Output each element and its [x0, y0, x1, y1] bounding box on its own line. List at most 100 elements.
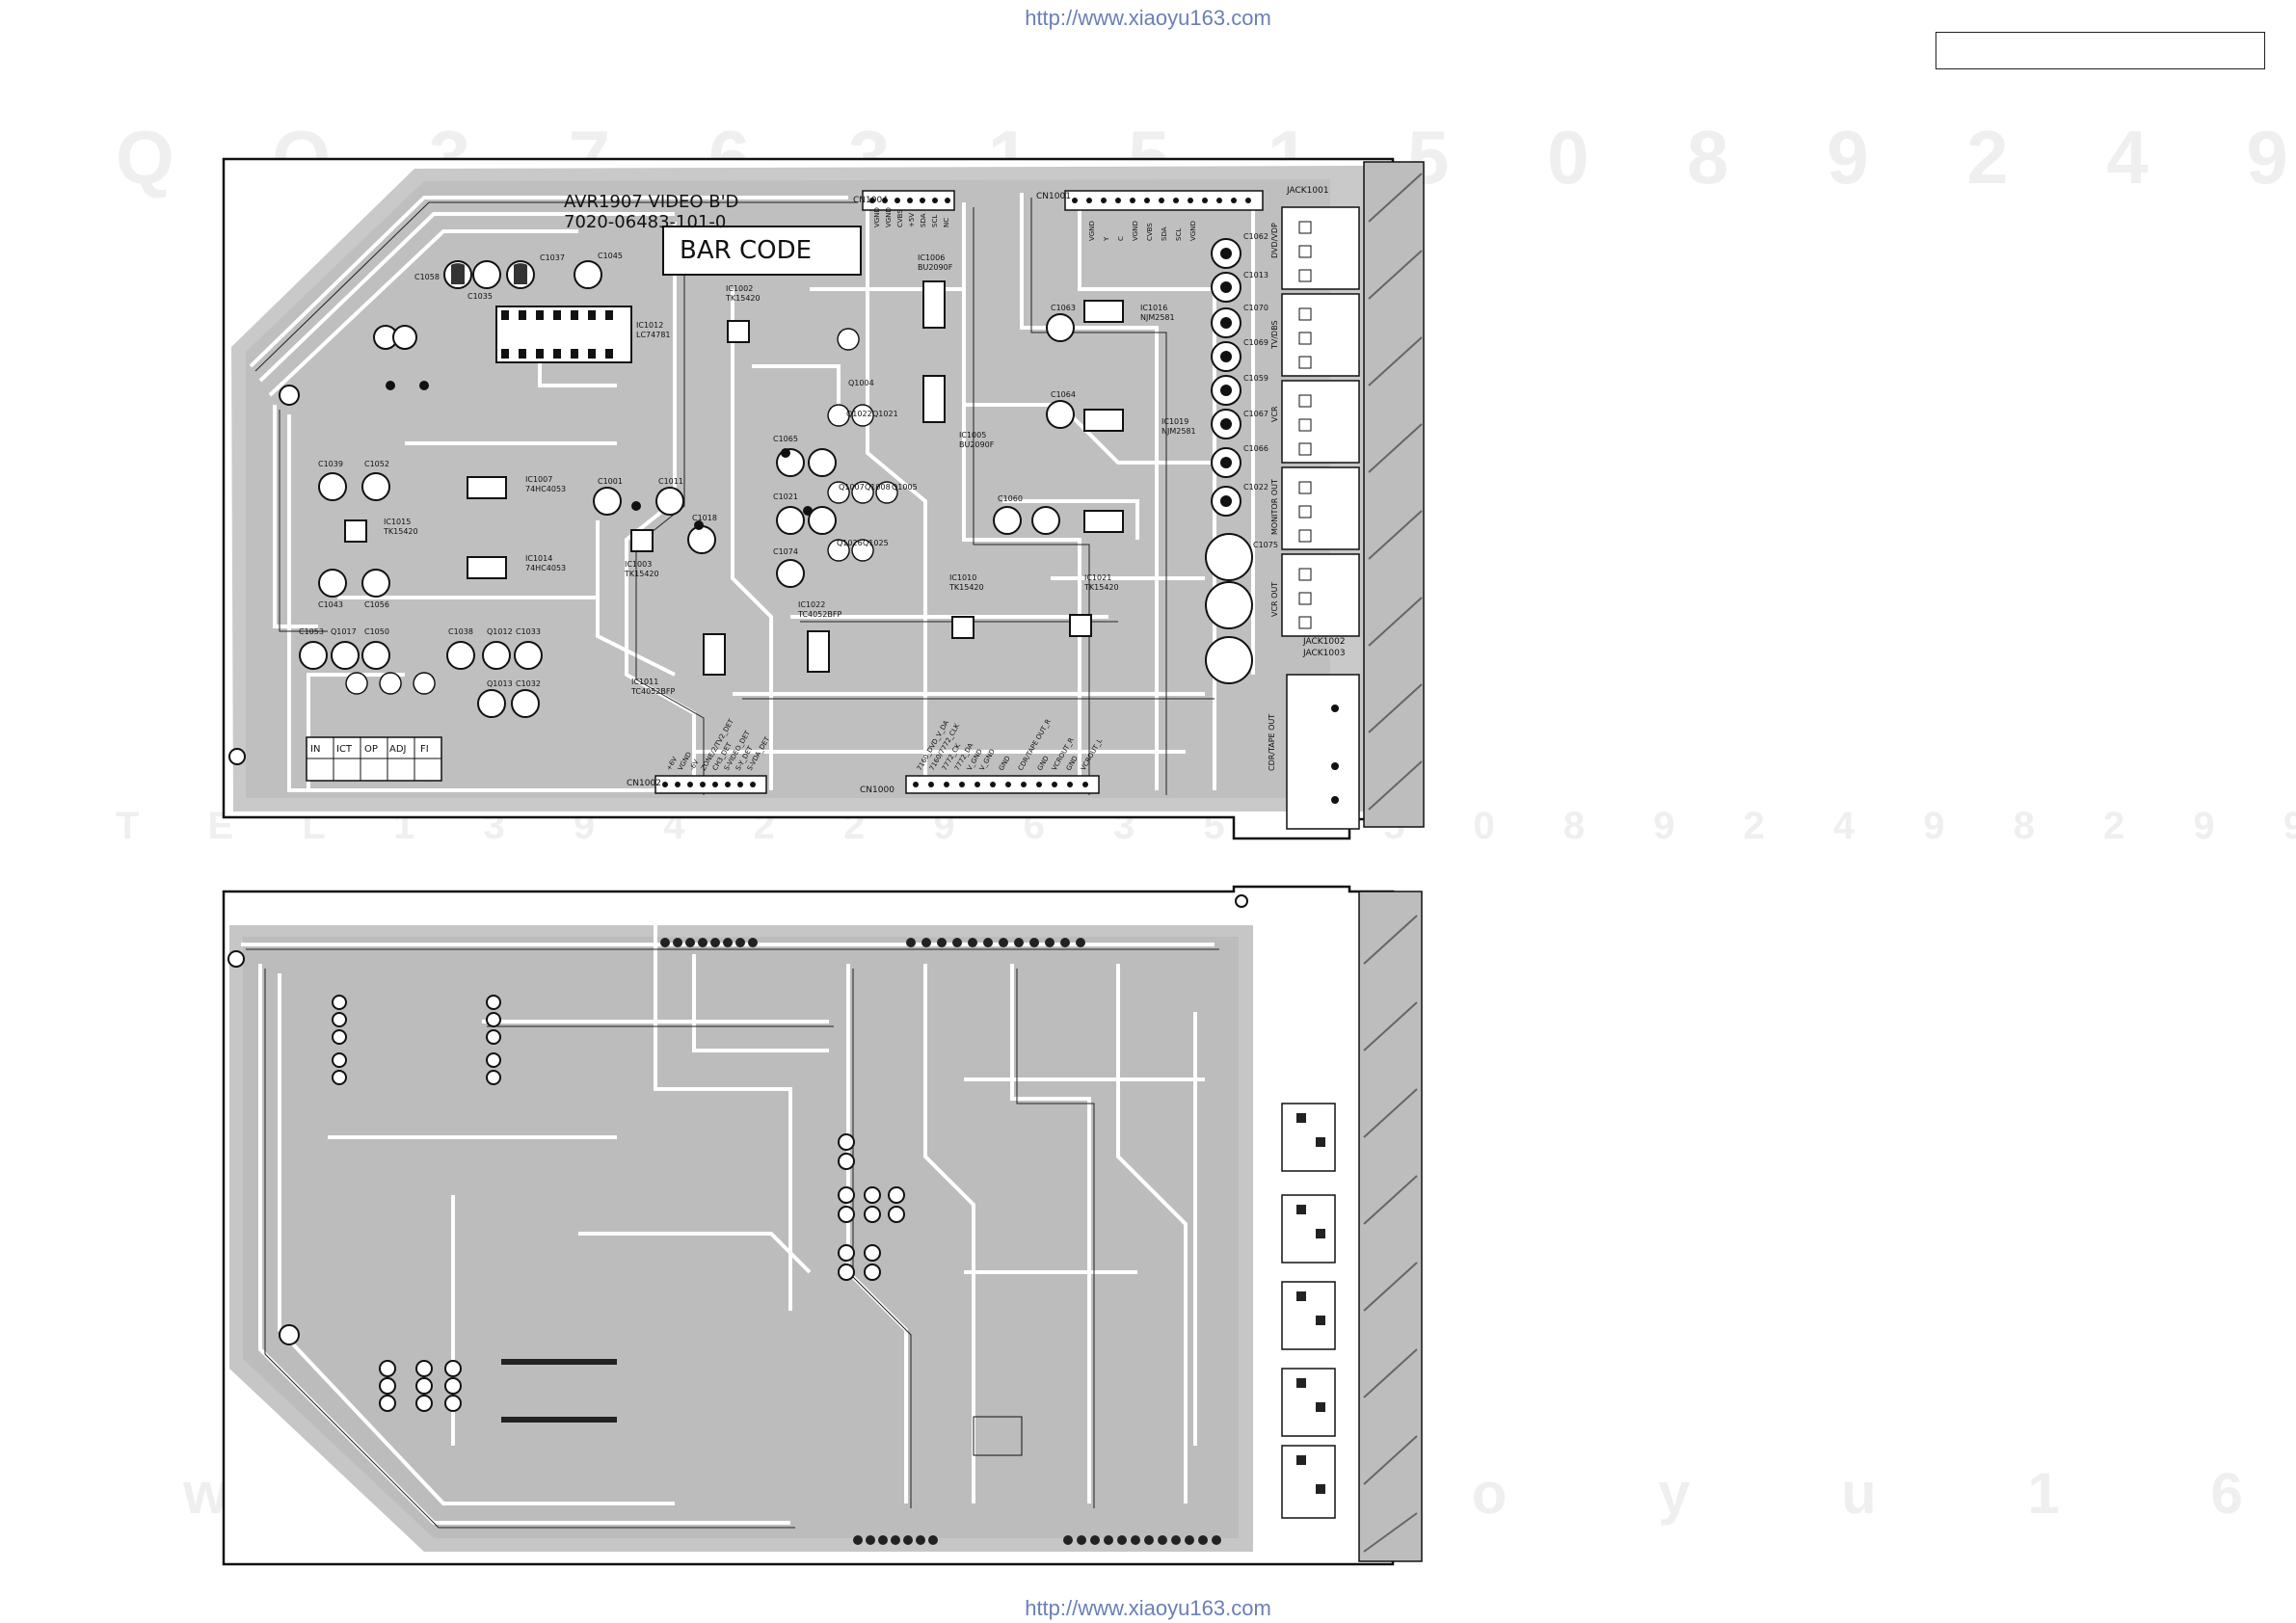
svg-text:C1059: C1059 — [1243, 374, 1268, 383]
svg-text:Q1026: Q1026 — [837, 539, 863, 547]
svg-text:C1033: C1033 — [516, 627, 541, 636]
svg-text:TK15420: TK15420 — [1083, 583, 1119, 592]
svg-text:FI: FI — [420, 744, 429, 755]
svg-text:C1038: C1038 — [448, 627, 473, 636]
svg-text:VGND: VGND — [885, 207, 893, 227]
svg-text:TK15420: TK15420 — [725, 294, 761, 303]
svg-text:MONITOR OUT: MONITOR OUT — [1270, 479, 1279, 535]
svg-text:C1063: C1063 — [1051, 304, 1076, 312]
svg-text:IC1007: IC1007 — [525, 475, 552, 484]
svg-text:Q1008: Q1008 — [865, 483, 891, 492]
svg-text:C1037: C1037 — [540, 253, 565, 262]
svg-text:IN: IN — [310, 744, 320, 755]
jack1001-label: JACK1001 — [1286, 186, 1329, 196]
svg-text:+5V: +5V — [908, 213, 916, 227]
svg-text:C1074: C1074 — [773, 547, 798, 556]
jack1003-label: JACK1003 — [1302, 649, 1346, 658]
board-part-number: 7020-06483-101-0 — [564, 212, 726, 232]
cn1002-label: CN1002 — [627, 779, 661, 788]
svg-text:TK15420: TK15420 — [948, 583, 984, 592]
svg-text:Q1025: Q1025 — [863, 539, 889, 547]
svg-text:C1035: C1035 — [467, 292, 493, 301]
svg-text:C1053: C1053 — [299, 627, 324, 636]
board-model: AVR1907 VIDEO B'D — [564, 192, 738, 212]
svg-text:IC1022: IC1022 — [798, 600, 825, 609]
svg-text:TK15420: TK15420 — [383, 527, 418, 536]
svg-text:IC1012: IC1012 — [636, 321, 663, 330]
svg-text:IC1011: IC1011 — [631, 678, 658, 686]
svg-text:IC1003: IC1003 — [625, 560, 652, 569]
svg-text:CVBS: CVBS — [1146, 223, 1154, 241]
svg-text:C1067: C1067 — [1243, 410, 1268, 418]
svg-text:IC1016: IC1016 — [1140, 304, 1167, 312]
svg-text:NJM2581: NJM2581 — [1140, 313, 1175, 322]
pcb-bottom-layout-icon — [222, 885, 1423, 1566]
svg-text:C1021: C1021 — [773, 492, 798, 501]
svg-text:C1018: C1018 — [692, 514, 717, 522]
barcode-label: BAR CODE — [680, 236, 812, 265]
svg-text:C1070: C1070 — [1243, 304, 1268, 312]
svg-text:C1062: C1062 — [1243, 232, 1268, 241]
svg-text:TC4052BFP: TC4052BFP — [630, 687, 675, 696]
svg-text:IC1002: IC1002 — [726, 284, 753, 293]
svg-text:C1056: C1056 — [364, 600, 389, 609]
svg-text:CVBS: CVBS — [896, 209, 904, 227]
svg-text:Y: Y — [1103, 236, 1110, 242]
svg-text:C1045: C1045 — [598, 252, 623, 260]
svg-text:Q1007: Q1007 — [839, 483, 865, 492]
svg-text:C1013: C1013 — [1243, 271, 1268, 279]
svg-text:Q1012: Q1012 — [487, 627, 513, 636]
svg-text:SDA: SDA — [920, 213, 927, 227]
svg-text:Q1005: Q1005 — [892, 483, 918, 492]
svg-text:LC74781: LC74781 — [636, 331, 671, 339]
svg-text:C1022: C1022 — [1243, 483, 1268, 492]
svg-text:SCL: SCL — [931, 215, 939, 227]
svg-text:C1075: C1075 — [1253, 541, 1278, 549]
cn1000-label: CN1000 — [860, 785, 894, 795]
svg-text:C1043: C1043 — [318, 600, 343, 609]
svg-text:Q1004: Q1004 — [848, 379, 874, 387]
svg-text:SCL: SCL — [1175, 228, 1183, 241]
svg-text:C1064: C1064 — [1051, 390, 1076, 399]
svg-text:TC4052BFP: TC4052BFP — [797, 610, 841, 619]
svg-text:VGND: VGND — [873, 207, 881, 227]
svg-text:C1001: C1001 — [598, 477, 623, 486]
jack1002-label: JACK1002 — [1302, 637, 1346, 647]
svg-text:ICT: ICT — [336, 744, 353, 755]
svg-text:C1060: C1060 — [998, 494, 1023, 503]
svg-text:C1065: C1065 — [773, 435, 798, 443]
svg-text:C1052: C1052 — [364, 460, 389, 468]
svg-text:Q1021: Q1021 — [872, 410, 898, 418]
svg-text:74HC4053: 74HC4053 — [525, 564, 566, 572]
svg-text:VCR OUT: VCR OUT — [1270, 582, 1279, 617]
svg-text:TK15420: TK15420 — [624, 570, 659, 578]
svg-text:IC1010: IC1010 — [949, 573, 976, 582]
svg-text:VGND: VGND — [1132, 221, 1139, 241]
svg-text:VGND: VGND — [1088, 221, 1096, 241]
svg-text:DVD/VDP: DVD/VDP — [1270, 223, 1279, 258]
svg-text:CDR/TAPE OUT: CDR/TAPE OUT — [1268, 714, 1276, 771]
svg-text:SDA: SDA — [1161, 226, 1168, 241]
title-box — [1936, 32, 2265, 69]
process-table: IN ICT OP ADJ FI — [306, 736, 442, 782]
svg-text:IC1019: IC1019 — [1161, 417, 1188, 426]
header-url[interactable]: http://www.xiaoyu163.com — [1025, 6, 1271, 30]
svg-text:VCR: VCR — [1270, 406, 1279, 422]
svg-text:IC1014: IC1014 — [525, 554, 552, 563]
mounting-hole-icon — [228, 385, 300, 765]
footer-url[interactable]: http://www.xiaoyu163.com — [1025, 1596, 1271, 1620]
svg-text:ADJ: ADJ — [389, 744, 407, 755]
svg-text:Q1013: Q1013 — [487, 679, 513, 688]
svg-text:NJM2581: NJM2581 — [1161, 427, 1196, 436]
cn1004-label: CN1004 — [853, 196, 888, 205]
svg-text:C1050: C1050 — [364, 627, 389, 636]
svg-text:BU2090F: BU2090F — [918, 263, 953, 272]
cn1001-label: CN1001 — [1036, 192, 1071, 201]
svg-text:C1058: C1058 — [414, 273, 440, 281]
svg-text:C1011: C1011 — [658, 477, 683, 486]
svg-text:C1066: C1066 — [1243, 444, 1268, 453]
pcb-top-layout-icon: BAR CODE AVR1907 VIDEO B'D 7020-06483-10… — [222, 157, 1425, 840]
svg-text:C1069: C1069 — [1243, 338, 1268, 347]
svg-text:OP: OP — [364, 744, 378, 755]
svg-text:IC1005: IC1005 — [959, 431, 986, 439]
